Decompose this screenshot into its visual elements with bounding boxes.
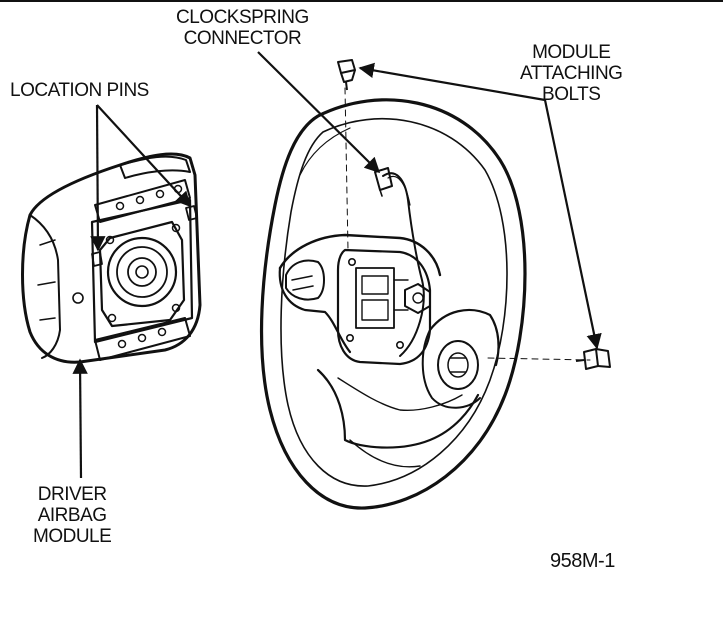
label-clockspring-connector: CLOCKSPRING CONNECTOR xyxy=(176,7,309,49)
leader-bolt-right xyxy=(543,99,602,350)
airbag-module xyxy=(21,152,202,364)
steering-wheel xyxy=(259,87,591,510)
leader-clockspring xyxy=(257,51,381,174)
leader-airbag-module xyxy=(72,358,88,479)
label-location-pins: LOCATION PINS xyxy=(10,80,149,101)
module-bolt-top xyxy=(337,59,356,91)
module-bolt-right xyxy=(575,348,611,370)
leader-pin-right xyxy=(96,104,192,208)
label-module-attaching-bolts: MODULE ATTACHING BOLTS xyxy=(520,42,623,105)
figure-id: 958M-1 xyxy=(550,550,615,572)
leader-bolt-top xyxy=(358,62,546,102)
label-driver-airbag-module: DRIVER AIRBAG MODULE xyxy=(33,484,112,547)
leader-pin-left xyxy=(90,104,106,252)
leader-lines xyxy=(72,51,602,479)
